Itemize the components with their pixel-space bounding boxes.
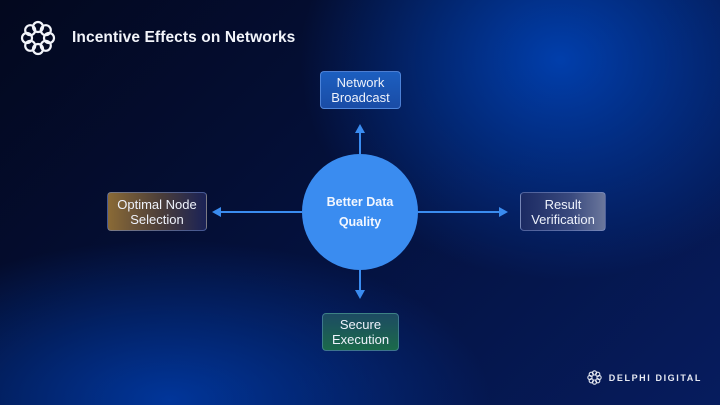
- header: Incentive Effects on Networks: [20, 20, 295, 56]
- page-title: Incentive Effects on Networks: [72, 29, 296, 46]
- center-label: Better Data Quality: [326, 195, 394, 229]
- interlocking-ring-logo-icon: [20, 20, 56, 56]
- node-result-verification: Result Verification: [520, 192, 606, 231]
- brand-footer: DELPHI DIGITAL: [587, 370, 702, 385]
- node-label: Result Verification: [531, 196, 595, 227]
- node-optimal-node-selection: Optimal Node Selection: [107, 192, 207, 231]
- node-secure-execution: Secure Execution: [322, 313, 399, 351]
- delphi-ring-logo-icon: [587, 370, 602, 385]
- brand-name: DELPHI DIGITAL: [608, 372, 702, 383]
- node-label: Secure Execution: [331, 317, 390, 347]
- arrowhead-left: [212, 207, 221, 217]
- arrowhead-top: [355, 124, 365, 133]
- node-label: Optimal Node Selection: [117, 196, 197, 227]
- node-label: Network Broadcast: [331, 75, 390, 105]
- arrowhead-right: [499, 207, 508, 217]
- node-network-broadcast: Network Broadcast: [320, 71, 401, 109]
- arrowhead-bottom: [355, 290, 365, 299]
- center-node-better-data-quality: Better Data Quality: [302, 154, 418, 270]
